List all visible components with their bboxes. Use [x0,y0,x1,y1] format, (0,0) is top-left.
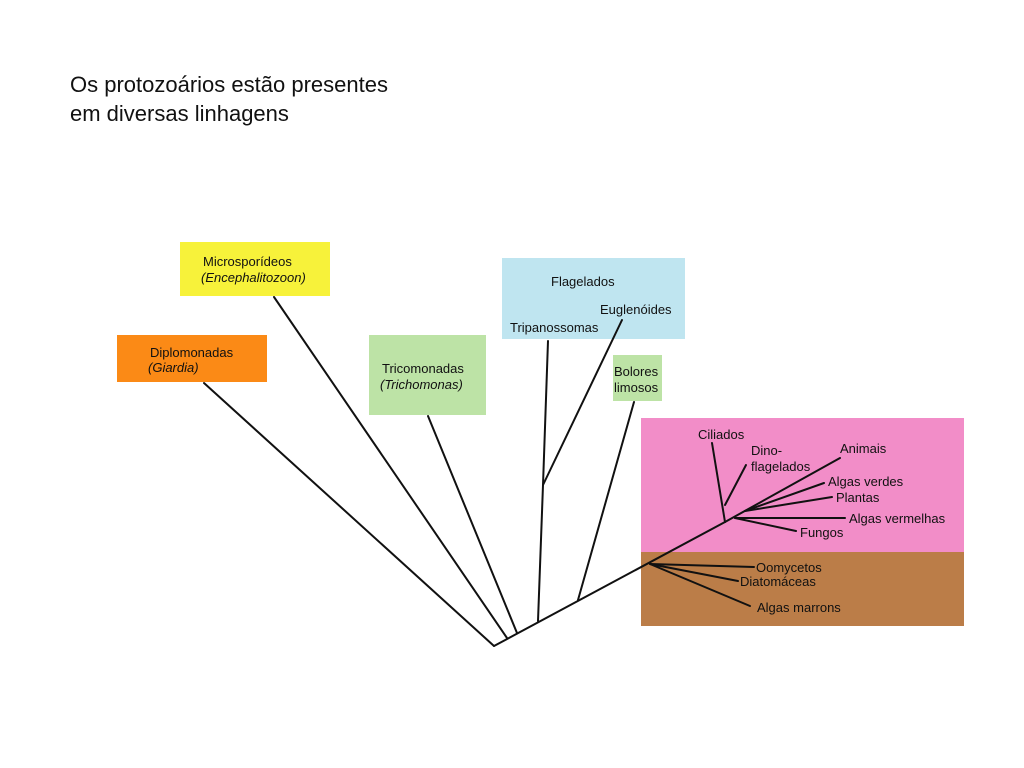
branch-tripanossomas [542,340,549,486]
label-animais: Animais [840,441,887,456]
label-dino: Dino- [751,443,783,458]
label-flagelados: Flagelados [551,274,615,289]
label-fungos: Fungos [800,525,844,540]
label-tripanossomas: Tripanossomas [510,320,599,335]
branch-tricomonadas [427,415,518,634]
label-oomycetos: Oomycetos [756,560,822,575]
flagelados-box [502,258,685,339]
branch-root-main [493,521,726,647]
branch-oomycetos [649,563,755,568]
tricomonadas-box [369,335,486,415]
microsporideos-box [180,242,330,296]
label-euglenoides: Euglenóides [600,302,672,317]
label-tricomonadas: Tricomonadas [382,361,464,376]
label-microsporideos: Microsporídeos [203,254,292,269]
label-diplomonadas: Diplomonadas [150,345,234,360]
title-line-1: Os protozoários estão presentes [70,72,388,97]
branch-algas-marrons [649,563,751,607]
label-trichomonas: (Trichomonas) [380,377,463,392]
label-algas-verdes: Algas verdes [828,474,904,489]
label-giardia: (Giardia) [148,360,199,375]
branch-microsporideos [273,296,508,639]
title-line-2: em diversas linhagens [70,101,289,126]
branch-fungos [734,517,797,532]
label-diatomaceas: Diatomáceas [740,574,816,589]
label-algas-vermelhas: Algas vermelhas [849,511,946,526]
branch-plantas [744,496,833,512]
branch-diplomonadas [203,382,495,647]
label-bolores: Bolores [614,364,659,379]
slide-title: Os protozoários estão presentes em diver… [70,70,388,128]
branch-diatomaceas [649,563,739,582]
branch-ciliados [711,442,726,523]
diplomonadas-box [117,335,267,382]
branch-euglenoides [542,319,623,486]
bolores-box [613,355,662,401]
branch-algas-verdes [744,482,825,512]
branch-dinoflagelados [724,464,747,506]
label-limosos: limosos [614,380,659,395]
label-ciliados: Ciliados [698,427,745,442]
label-flagelados-dino: flagelados [751,459,811,474]
label-encephalitozoon: (Encephalitozoon) [201,270,306,285]
pink-region [641,418,964,552]
branch-bolores [577,401,635,601]
branch-flagelados-trunk [537,484,544,622]
label-algas-marrons: Algas marrons [757,600,841,615]
label-plantas: Plantas [836,490,880,505]
